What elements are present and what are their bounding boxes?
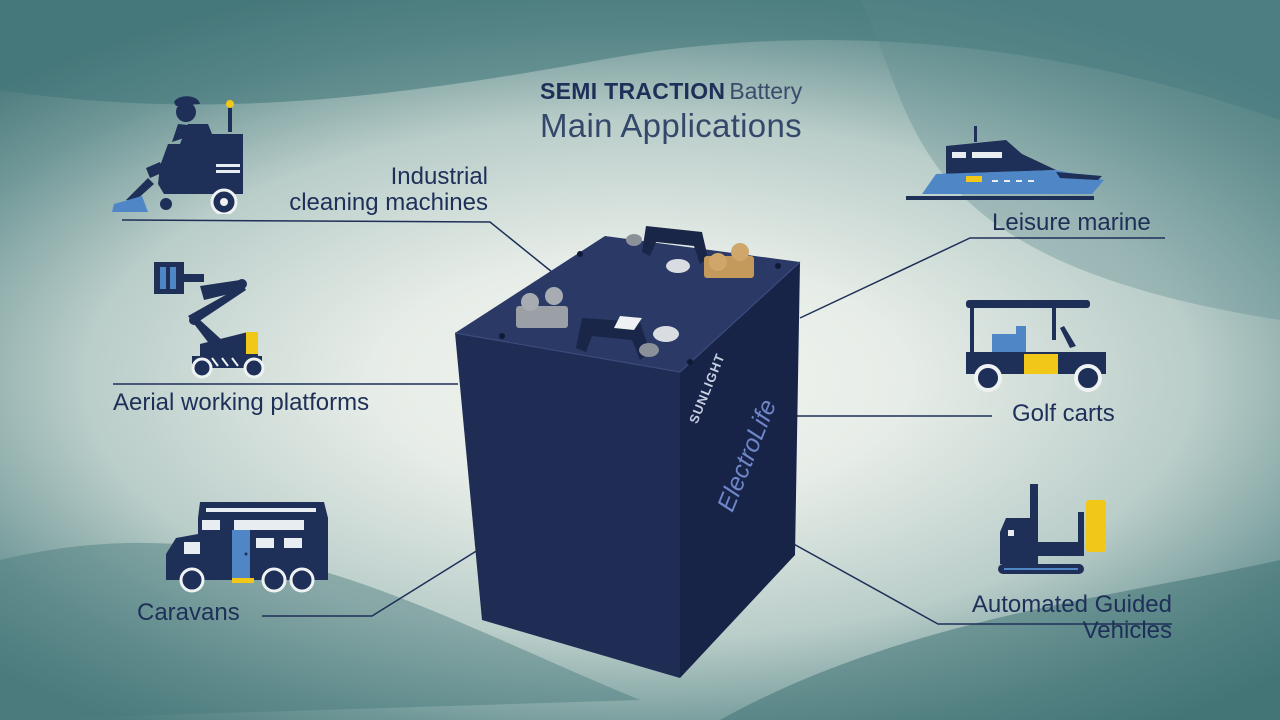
label-industrial-cleaning: Industrial cleaning machines bbox=[250, 164, 488, 216]
floor-scrubber-icon bbox=[112, 96, 243, 214]
label-aerial-platforms: Aerial working platforms bbox=[113, 389, 370, 416]
caravan-icon bbox=[166, 502, 328, 593]
connector-line-cleaning bbox=[121, 219, 553, 273]
golf-cart-icon bbox=[966, 300, 1106, 392]
connector-line-caravans bbox=[262, 549, 479, 617]
agv-icon bbox=[998, 484, 1106, 574]
label-caravans: Caravans bbox=[137, 599, 240, 626]
label-line: Vehicles bbox=[1082, 617, 1172, 644]
label-line: cleaning machines bbox=[289, 189, 488, 216]
label-line: Industrial bbox=[390, 163, 488, 190]
yacht-icon bbox=[906, 126, 1104, 200]
connector-line-agv bbox=[771, 531, 1172, 625]
title-bold: SEMI TRACTION bbox=[540, 78, 726, 104]
label-leisure-marine: Leisure marine bbox=[992, 209, 1151, 236]
connector-line-marine bbox=[799, 237, 1165, 319]
label-line: Automated Guided bbox=[971, 591, 1172, 618]
label-agv: Automated Guided Vehicles bbox=[930, 592, 1172, 644]
title-light: Battery bbox=[729, 78, 803, 104]
boom-lift-icon bbox=[154, 262, 265, 379]
subtitle: Main Applications bbox=[540, 107, 802, 144]
label-golf-carts: Golf carts bbox=[1012, 400, 1115, 427]
battery-image bbox=[454, 226, 801, 678]
